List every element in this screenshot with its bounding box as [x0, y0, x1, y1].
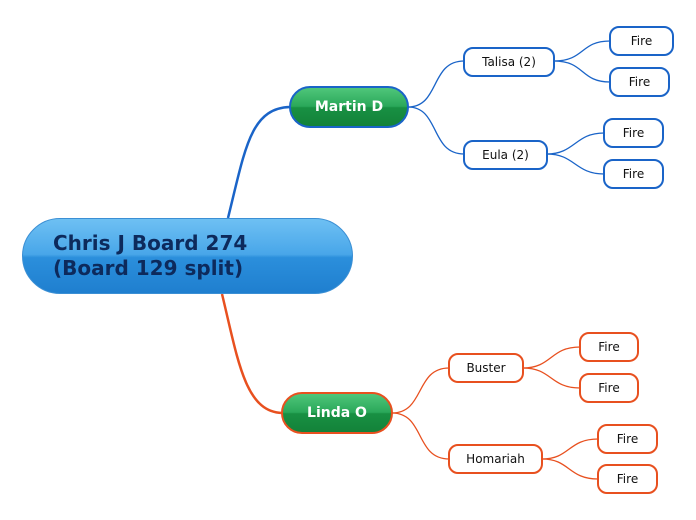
leaf-fire[interactable]: Fire [603, 159, 664, 189]
connector-homariah-fire-1 [541, 438, 599, 460]
connector-martin-eula [407, 106, 465, 155]
connector-talisa-fire-1 [553, 40, 611, 62]
leaf-fire[interactable]: Fire [609, 67, 670, 97]
connector-eula-fire-2 [546, 153, 605, 175]
leaf-fire[interactable]: Fire [609, 26, 674, 56]
branch-label: Martin D [314, 99, 384, 115]
leaf-fire[interactable]: Fire [597, 424, 658, 454]
leaf-label: Fire [622, 126, 645, 140]
leaf-fire[interactable]: Fire [597, 464, 658, 494]
connector-buster-fire-2 [522, 367, 581, 389]
connector-martin-talisa [407, 60, 465, 108]
subtopic-label: Buster [466, 361, 506, 375]
connector-linda-homariah [391, 412, 450, 460]
leaf-label: Fire [630, 34, 653, 48]
root-title: Chris J Board 274 (Board 129 split) [53, 231, 247, 281]
leaf-label: Fire [628, 75, 651, 89]
branch-label: Linda O [307, 405, 367, 421]
leaf-label: Fire [598, 381, 620, 395]
subtopic-label: Talisa (2) [482, 55, 536, 69]
leaf-fire[interactable]: Fire [579, 373, 639, 403]
root-title-line-2: (Board 129 split) [53, 256, 244, 280]
subtopic-label: Eula (2) [482, 148, 529, 162]
root-topic[interactable]: Chris J Board 274 (Board 129 split) [22, 218, 353, 294]
connector-root-martin [226, 105, 291, 219]
subtopic-buster[interactable]: Buster [448, 353, 524, 383]
root-title-line-1: Chris J Board 274 [53, 231, 248, 255]
branch-linda-o[interactable]: Linda O [281, 392, 393, 434]
connector-eula-fire-1 [546, 132, 605, 155]
connector-homariah-fire-2 [541, 458, 599, 480]
connector-root-linda [220, 293, 283, 415]
leaf-fire[interactable]: Fire [579, 332, 639, 362]
subtopic-eula[interactable]: Eula (2) [463, 140, 548, 170]
subtopic-talisa[interactable]: Talisa (2) [463, 47, 555, 77]
leaf-label: Fire [616, 472, 639, 486]
subtopic-homariah[interactable]: Homariah [448, 444, 543, 474]
leaf-label: Fire [622, 167, 645, 181]
leaf-fire[interactable]: Fire [603, 118, 664, 148]
leaf-label: Fire [598, 340, 620, 354]
leaf-label: Fire [616, 432, 639, 446]
connector-buster-fire-1 [522, 346, 581, 369]
subtopic-label: Homariah [466, 452, 525, 466]
branch-martin-d[interactable]: Martin D [289, 86, 409, 128]
connector-linda-buster [391, 367, 450, 414]
connector-talisa-fire-2 [553, 60, 611, 83]
